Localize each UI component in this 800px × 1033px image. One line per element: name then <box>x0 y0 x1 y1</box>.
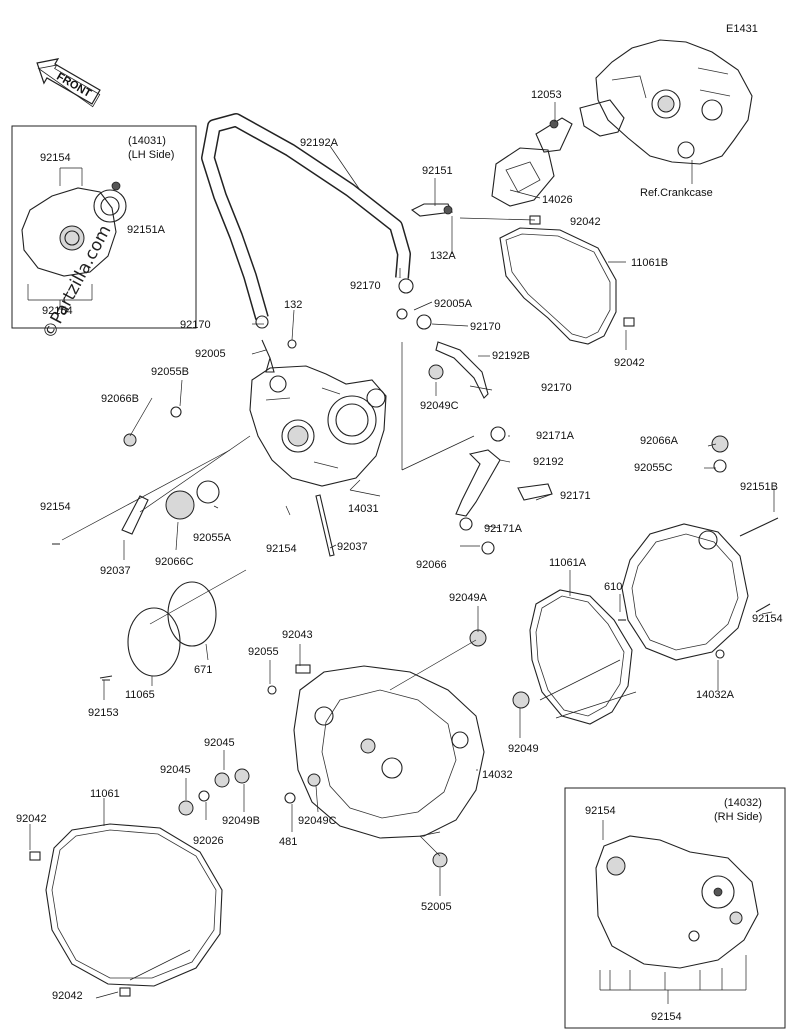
label-92055B: 92055B <box>151 366 189 378</box>
label-11061B: 11061B <box>631 257 668 269</box>
label-132A: 132A <box>430 250 456 262</box>
label-92154-a: 92154 <box>40 501 71 513</box>
label-11065: 11065 <box>125 689 155 701</box>
label-92192: 92192 <box>533 456 564 468</box>
label-132: 132 <box>284 299 302 311</box>
small-parts <box>29 203 779 997</box>
label-92026: 92026 <box>193 835 224 847</box>
label-92055C: 92055C <box>634 462 673 474</box>
label-92066A: 92066A <box>640 435 679 447</box>
part-11061B-gasket <box>499 227 617 345</box>
label-92055: 92055 <box>248 646 279 658</box>
inset-lh-side: (14031) (LH Side) 92154 92151A 92154 <box>11 125 197 329</box>
part-14031-cover <box>249 365 387 487</box>
label-92042-d: 92042 <box>52 990 83 1002</box>
label-92154-c: 92154 <box>752 613 783 625</box>
label-671: 671 <box>194 664 212 676</box>
crankcase-reference <box>579 39 753 184</box>
label-92171: 92171 <box>560 490 591 502</box>
label-92042-c: 92042 <box>16 813 47 825</box>
label-481: 481 <box>279 836 297 848</box>
label-92055A: 92055A <box>193 532 232 544</box>
label-12053: 12053 <box>531 89 562 101</box>
inset-lh-title: (14031) <box>128 135 166 147</box>
label-92045-a: 92045 <box>204 737 235 749</box>
label-92066: 92066 <box>416 559 447 571</box>
part-14032A-cover <box>621 523 749 661</box>
ref-crankcase-label: Ref.Crankcase <box>640 187 713 199</box>
label-92154-b: 92154 <box>266 543 297 555</box>
label-92049B: 92049B <box>222 815 260 827</box>
label-92042-b: 92042 <box>614 357 645 369</box>
label-92049C: 92049C <box>420 400 459 412</box>
label-92037-a: 92037 <box>100 565 131 577</box>
inset-lh-label-top: 92154 <box>40 152 71 164</box>
part-11061A-gasket <box>529 589 633 725</box>
label-92005: 92005 <box>195 348 226 360</box>
label-92170-d: 92170 <box>541 382 572 394</box>
label-92049C-b: 92049C <box>298 815 337 827</box>
label-92037-b: 92037 <box>337 541 368 553</box>
label-92170-a: 92170 <box>350 280 381 292</box>
label-92045-b: 92045 <box>160 764 191 776</box>
label-14031: 14031 <box>348 503 379 515</box>
part-11061-gasket <box>45 823 223 987</box>
diagram-id: E1431 <box>726 23 758 35</box>
label-92170-b: 92170 <box>470 321 501 333</box>
inset-rh-label-bottom: 92154 <box>651 1011 682 1023</box>
inset-rh-subtitle: (RH Side) <box>714 811 762 823</box>
label-14026: 14026 <box>542 194 573 206</box>
label-92151: 92151 <box>422 165 453 177</box>
label-92171A-b: 92171A <box>484 523 523 535</box>
label-92066C: 92066C <box>155 556 194 568</box>
label-92153: 92153 <box>88 707 119 719</box>
inset-lh-label-right: 92151A <box>127 224 166 236</box>
label-92171A: 92171A <box>536 430 575 442</box>
inset-rh-title: (14032) <box>724 797 762 809</box>
part-11065-cover <box>127 607 181 677</box>
label-11061A: 11061A <box>549 557 587 569</box>
part-671-oring <box>167 581 217 647</box>
label-610: 610 <box>604 581 622 593</box>
label-14032A: 14032A <box>696 689 735 701</box>
label-92192B: 92192B <box>492 350 530 362</box>
label-92066B: 92066B <box>101 393 139 405</box>
label-92043: 92043 <box>282 629 313 641</box>
label-92170-c: 92170 <box>180 319 211 331</box>
label-14032: 14032 <box>482 769 513 781</box>
label-52005: 52005 <box>421 901 452 913</box>
part-14026-bracket <box>491 117 573 207</box>
leader-lines <box>29 102 775 999</box>
label-92049A: 92049A <box>449 592 488 604</box>
front-arrow-icon: FRONT <box>36 58 101 108</box>
label-92005A: 92005A <box>434 298 473 310</box>
part-labels: 12053 92192A 92151 14026 92042 132A 1106… <box>16 89 783 1002</box>
inset-rh-label-top: 92154 <box>585 805 616 817</box>
part-92192A-hose <box>201 113 411 320</box>
label-11061: 11061 <box>90 788 120 800</box>
inset-lh-subtitle: (LH Side) <box>128 149 174 161</box>
part-14032-cover <box>293 665 485 839</box>
inset-lh-label-bottom: 92154 <box>42 305 73 317</box>
label-92151B: 92151B <box>740 481 778 493</box>
inset-rh-side: (14032) (RH Side) 92154 92154 <box>564 787 786 1029</box>
label-92042-a: 92042 <box>570 216 601 228</box>
label-92049: 92049 <box>508 743 539 755</box>
label-92192A: 92192A <box>300 137 339 149</box>
